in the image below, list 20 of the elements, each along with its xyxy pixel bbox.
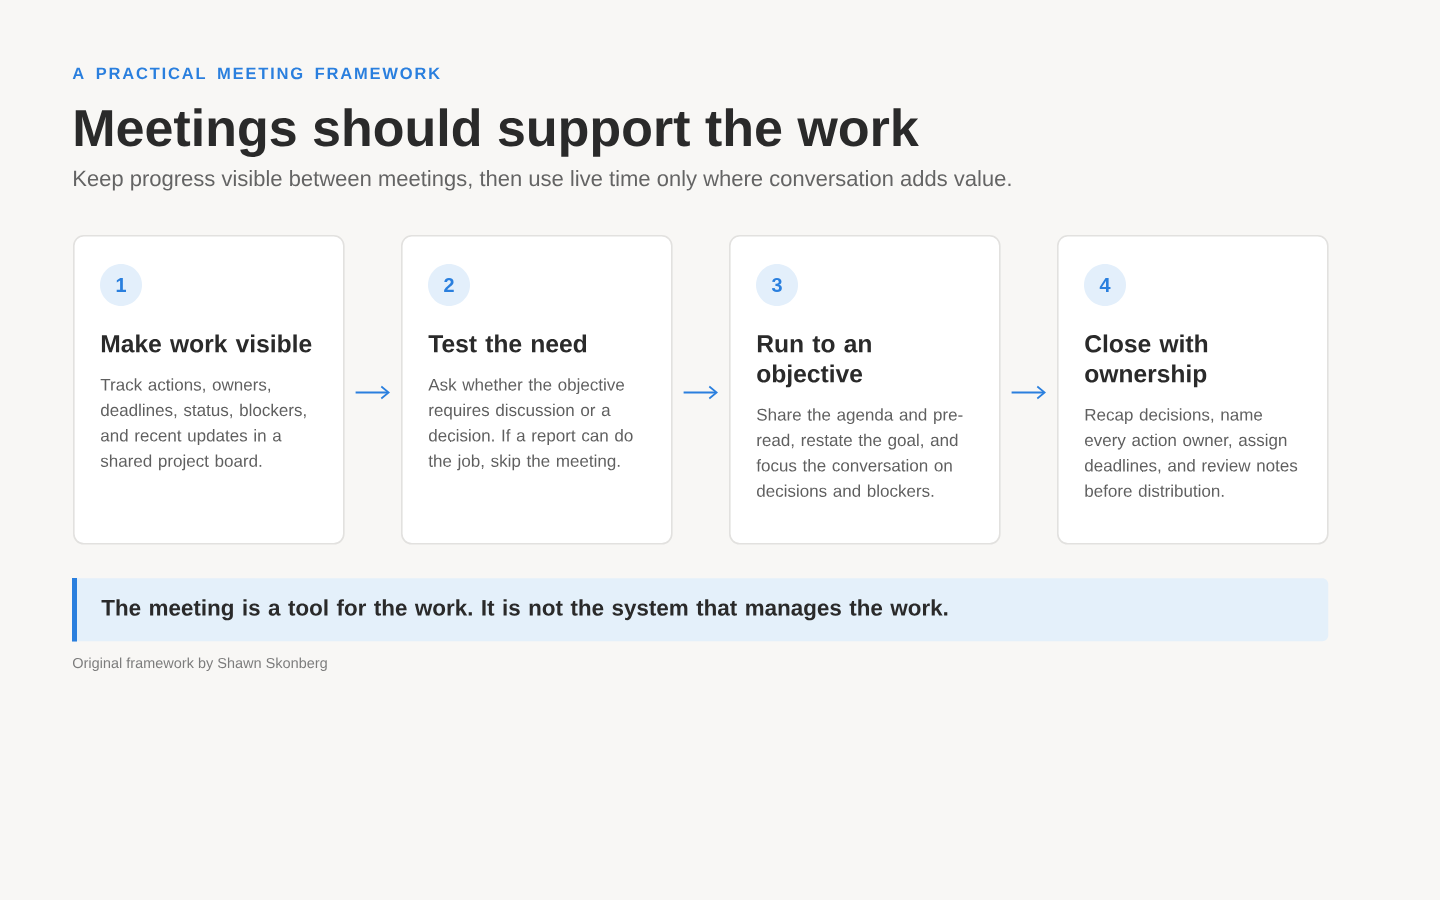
- card-text: Share the agenda and pre-read, restate the goal, and focus the conversation on decisions and blockers.: [756, 408, 963, 497]
- title: Meetings should support the work: [75, 108, 919, 157]
- number-badge: 1: [100, 264, 142, 306]
- card-heading: Make work visible: [101, 334, 312, 353]
- card-text: Ask whether the objective requires discussion or a decision. If a report can do the job, skip the meeting.: [428, 378, 633, 471]
- arrow: [354, 385, 390, 400]
- card-text: Recap decisions, name every action owner, assign deadlines, and review notes before distribution.: [1085, 408, 1298, 497]
- card-heading: Test the need: [428, 334, 587, 353]
- credit-line: Original framework by Shawn Skonberg: [72, 657, 327, 671]
- number-badge: 3: [756, 264, 798, 306]
- number-badge: 2: [428, 264, 470, 306]
- subtitle: Keep progress visible between meetings, then use live time only where conversation adds value.: [74, 170, 1011, 191]
- overline-label: A PRACTICAL MEETING FRAMEWORK: [72, 67, 440, 80]
- arrow: [1010, 385, 1046, 400]
- number-badge: 4: [1084, 264, 1126, 306]
- card-heading: Close with ownership: [1085, 334, 1208, 388]
- callout-band: The meeting is a tool for the work. It is not the system that manages the work.: [72, 578, 1329, 642]
- arrow: [682, 385, 718, 400]
- card-heading: Run to an objective: [757, 335, 871, 388]
- card-text: Track actions, owners, deadlines, status, blockers, and recent updates in a shared project board.: [100, 378, 306, 471]
